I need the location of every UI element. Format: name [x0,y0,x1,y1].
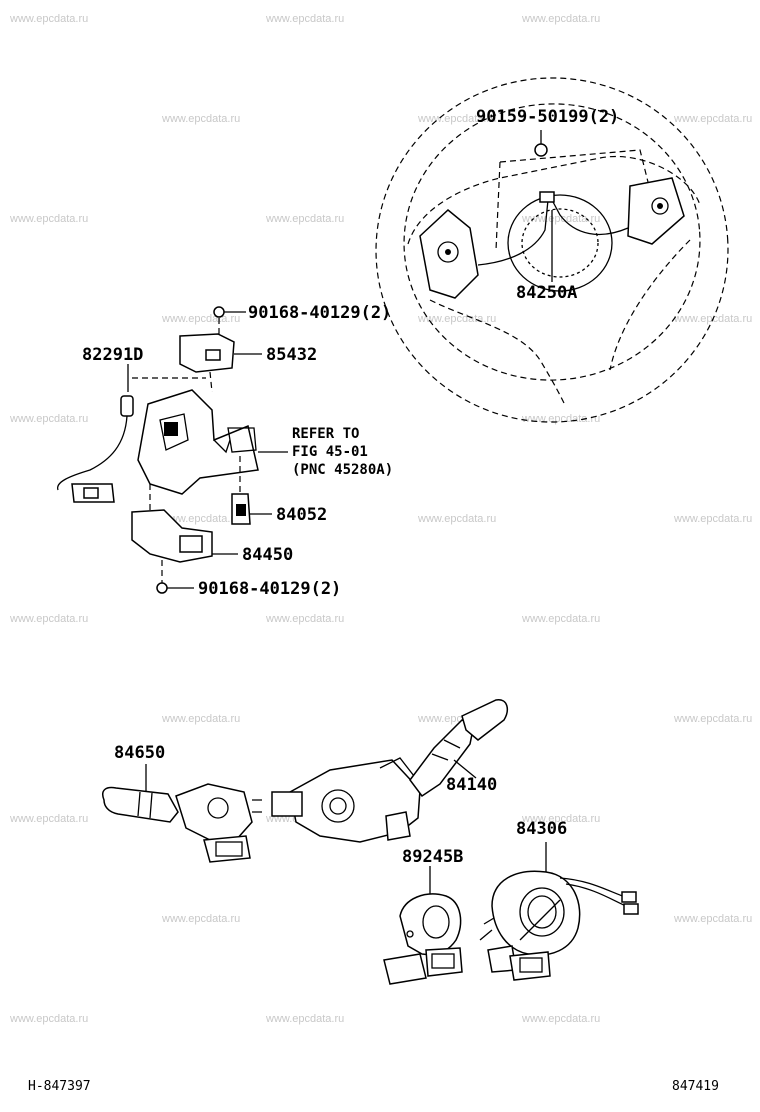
watermark: www.epcdata.ru [417,513,496,525]
label-84450: 84450 [242,545,293,565]
drawing-code-left: H-847397 [28,1079,91,1094]
watermark: www.epcdata.ru [673,513,752,525]
watermark: www.epcdata.ru [161,313,240,325]
watermark: www.epcdata.ru [9,413,88,425]
label-84650: 84650 [114,743,165,763]
steering-wheel-drawing [375,77,729,423]
watermark: www.epcdata.ru [521,413,600,425]
watermark: www.epcdata.ru [417,113,496,125]
refer-note-line1: REFER TO [292,426,359,442]
watermark: www.epcdata.ru [521,213,600,225]
watermark: www.epcdata.ru [9,613,88,625]
watermark: www.epcdata.ru [521,13,600,25]
watermark: www.epcdata.ru [521,1013,600,1025]
label-89245b: 89245B [402,847,463,867]
label-90168-40129-lower: 90168-40129(2) [198,579,341,599]
label-84140: 84140 [446,775,497,795]
watermark: www.epcdata.ru [521,613,600,625]
watermark: www.epcdata.ru [265,1013,344,1025]
drawing-code-right: 847419 [672,1079,719,1094]
watermark: www.epcdata.ru [161,513,240,525]
watermark: www.epcdata.ru [673,913,752,925]
combination-switch-group [102,699,639,985]
watermark: www.epcdata.ru [9,1013,88,1025]
watermark: www.epcdata.ru [161,113,240,125]
watermark: www.epcdata.ru [9,213,88,225]
watermark: www.epcdata.ru [9,13,88,25]
label-82291d: 82291D [82,345,143,365]
watermark: www.epcdata.ru [417,313,496,325]
label-84052: 84052 [276,505,327,525]
label-90168-40129-upper: 90168-40129(2) [248,303,391,323]
watermark: www.epcdata.ru [673,113,752,125]
watermark: www.epcdata.ru [673,713,752,725]
watermark: www.epcdata.ru [265,13,344,25]
watermark: www.epcdata.ru [9,813,88,825]
watermark-layer: www.epcdata.ru www.epcdata.ru www.epcdat… [9,13,752,1025]
watermark: www.epcdata.ru [161,913,240,925]
refer-note-line3: (PNC 45280A) [292,462,393,478]
refer-note-line2: FIG 45-01 [292,444,368,460]
label-84306: 84306 [516,819,567,839]
watermark: www.epcdata.ru [161,713,240,725]
label-90159-50199: 90159-50199(2) [476,107,619,127]
label-84250a: 84250A [516,283,577,303]
label-85432: 85432 [266,345,317,365]
watermark: www.epcdata.ru [265,213,344,225]
watermark: www.epcdata.ru [521,813,600,825]
ignition-switch-group [57,306,288,594]
watermark: www.epcdata.ru [265,613,344,625]
